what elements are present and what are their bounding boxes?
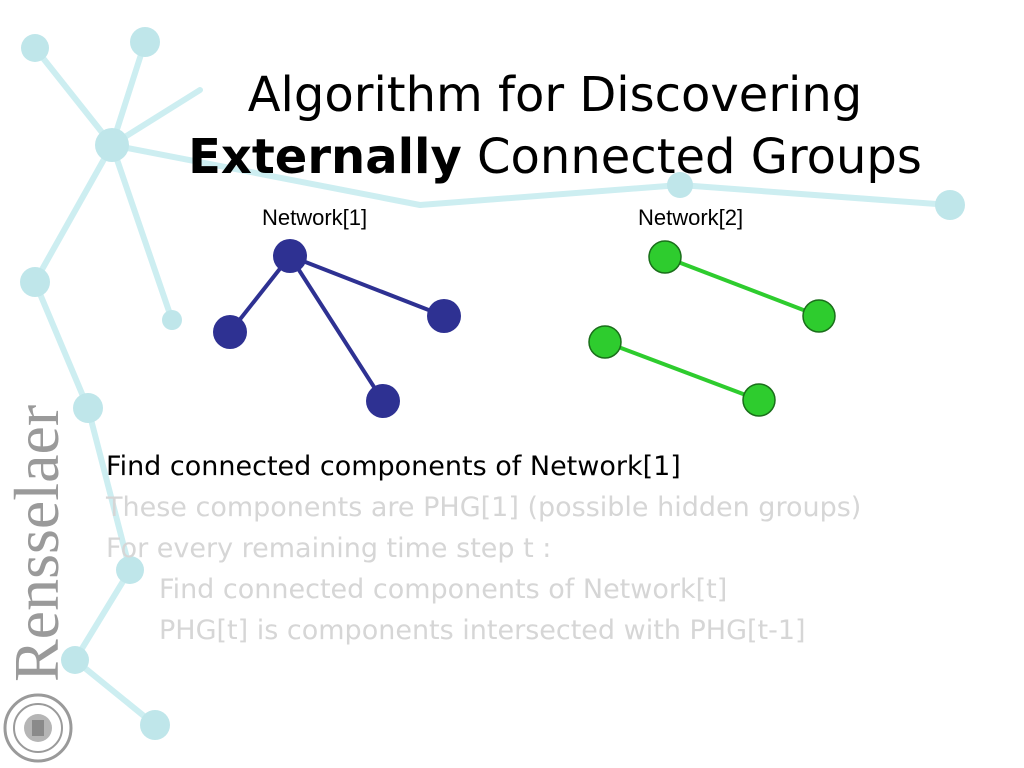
network-2-node [588,325,622,359]
network-2-node [802,299,836,333]
network-2-node [648,240,682,274]
network-1-edge [289,254,445,318]
network-1-node [427,299,461,333]
title-line-1: Algorithm for Discovering [247,67,863,123]
network-2-label: Network[2] [638,205,744,230]
title-line-2: Externally Connected Groups [150,126,960,188]
title-bold-word: Externally [188,129,462,185]
algorithm-step: For every remaining time step t : [106,533,552,564]
network-2-edge [664,255,820,318]
network-1-node [273,239,307,273]
network-2-node [742,383,776,417]
network-1-node [213,315,247,349]
network-2-edge [604,340,760,402]
network-1-edge [288,254,385,403]
slide-title: Algorithm for Discovering Externally Con… [150,64,960,188]
title-rest: Connected Groups [461,129,922,185]
algorithm-steps: Find connected components of Network[1] T… [106,446,861,651]
algorithm-step: These components are PHG[1] (possible hi… [106,492,862,523]
algorithm-step: PHG[t] is components intersected with PH… [159,615,806,646]
svg-text:Rensselaer: Rensselaer [8,405,70,682]
rensselaer-logo: Rensselaer [8,405,70,682]
network-1-label: Network[1] [262,205,368,230]
algorithm-step: Find connected components of Network[t] [159,574,728,605]
algorithm-step: Find connected components of Network[1] [106,451,681,482]
network-2-graph [588,240,836,417]
network-1-graph [213,239,461,418]
institute-seal-icon [3,693,73,763]
network-1-node [366,384,400,418]
